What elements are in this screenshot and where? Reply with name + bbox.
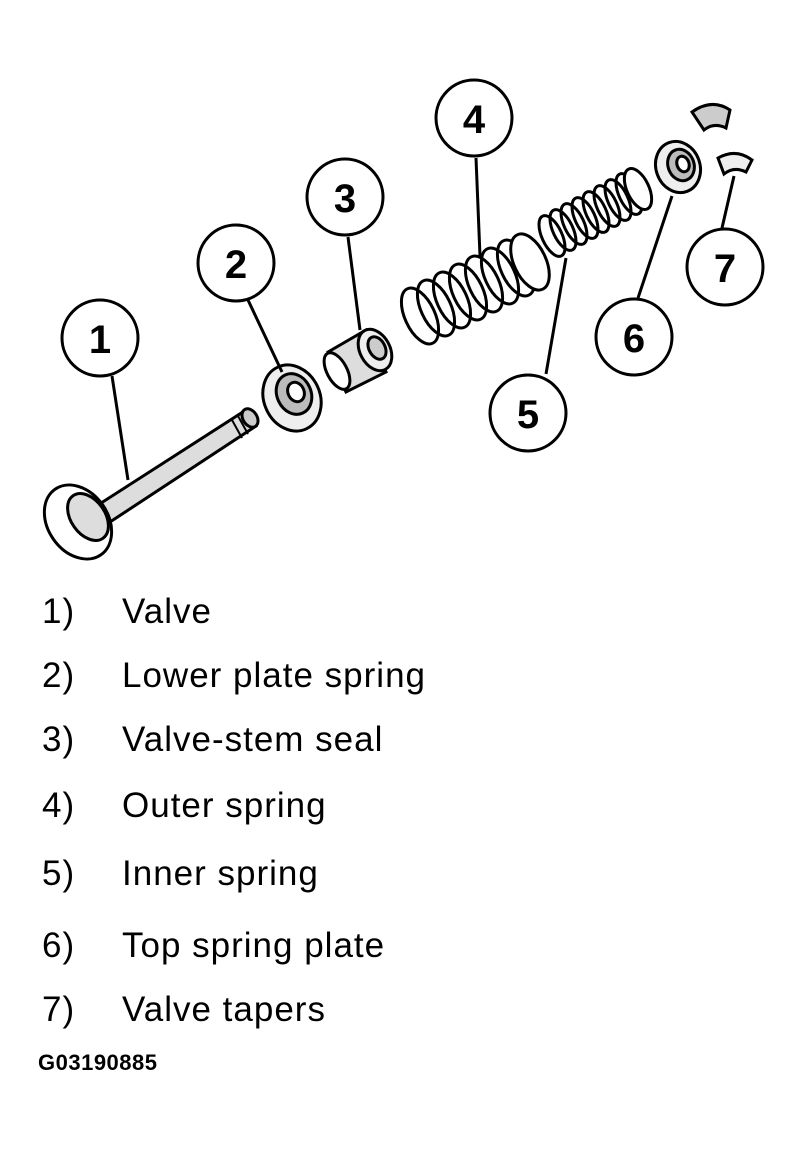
callout-7: 7 — [685, 227, 765, 307]
callout-5: 5 — [488, 373, 568, 453]
legend-label: Valve-stem seal — [122, 720, 384, 759]
legend-number: 2) — [42, 656, 76, 695]
callout-6-label: 6 — [623, 317, 645, 361]
legend-number: 5) — [42, 854, 76, 893]
legend-item: 4) Outer spring — [42, 786, 327, 826]
callout-2: 2 — [196, 223, 276, 303]
legend-number: 3) — [42, 720, 76, 759]
legend-label: Valve — [122, 592, 212, 631]
inner-spring-part — [537, 167, 654, 258]
legend-item: 5) Inner spring — [42, 854, 319, 894]
valve-tapers-part — [689, 103, 754, 177]
callout-1-label: 1 — [89, 318, 111, 362]
legend-item: 6) Top spring plate — [42, 926, 385, 966]
callout-1: 1 — [60, 298, 140, 378]
legend-label: Top spring plate — [122, 926, 386, 965]
legend-label: Inner spring — [122, 854, 319, 893]
legend-item: 2) Lower plate spring — [42, 656, 426, 696]
callout-2-label: 2 — [225, 243, 247, 287]
legend-number: 1) — [42, 592, 76, 631]
callout-4: 4 — [434, 78, 514, 158]
callout-6: 6 — [594, 297, 674, 377]
legend-label: Outer spring — [122, 786, 327, 825]
callout-5-label: 5 — [517, 393, 539, 437]
lower-plate-spring-part — [261, 363, 323, 433]
valve-part — [42, 407, 260, 561]
valve-stem-seal-part — [322, 327, 394, 395]
legend-item: 7) Valve tapers — [42, 990, 326, 1030]
callout-7-label: 7 — [714, 247, 736, 291]
top-spring-plate-part — [653, 139, 703, 195]
figure-code: G03190885 — [38, 1050, 158, 1075]
callout-3: 3 — [305, 157, 385, 237]
legend-item: 1) Valve — [42, 592, 212, 632]
legend-label: Lower plate spring — [122, 656, 426, 695]
callout-3-label: 3 — [334, 177, 356, 221]
callout-4-label: 4 — [463, 98, 486, 142]
legend-label: Valve tapers — [122, 990, 326, 1029]
outer-spring-part — [399, 232, 551, 346]
legend-number: 4) — [42, 786, 76, 825]
legend-number: 7) — [42, 990, 76, 1029]
valve-assembly-diagram: 1 2 3 4 5 6 7 — [42, 78, 765, 561]
legend-item: 3) Valve-stem seal — [42, 720, 383, 760]
legend-number: 6) — [42, 926, 76, 965]
leader-lines — [110, 157, 736, 481]
